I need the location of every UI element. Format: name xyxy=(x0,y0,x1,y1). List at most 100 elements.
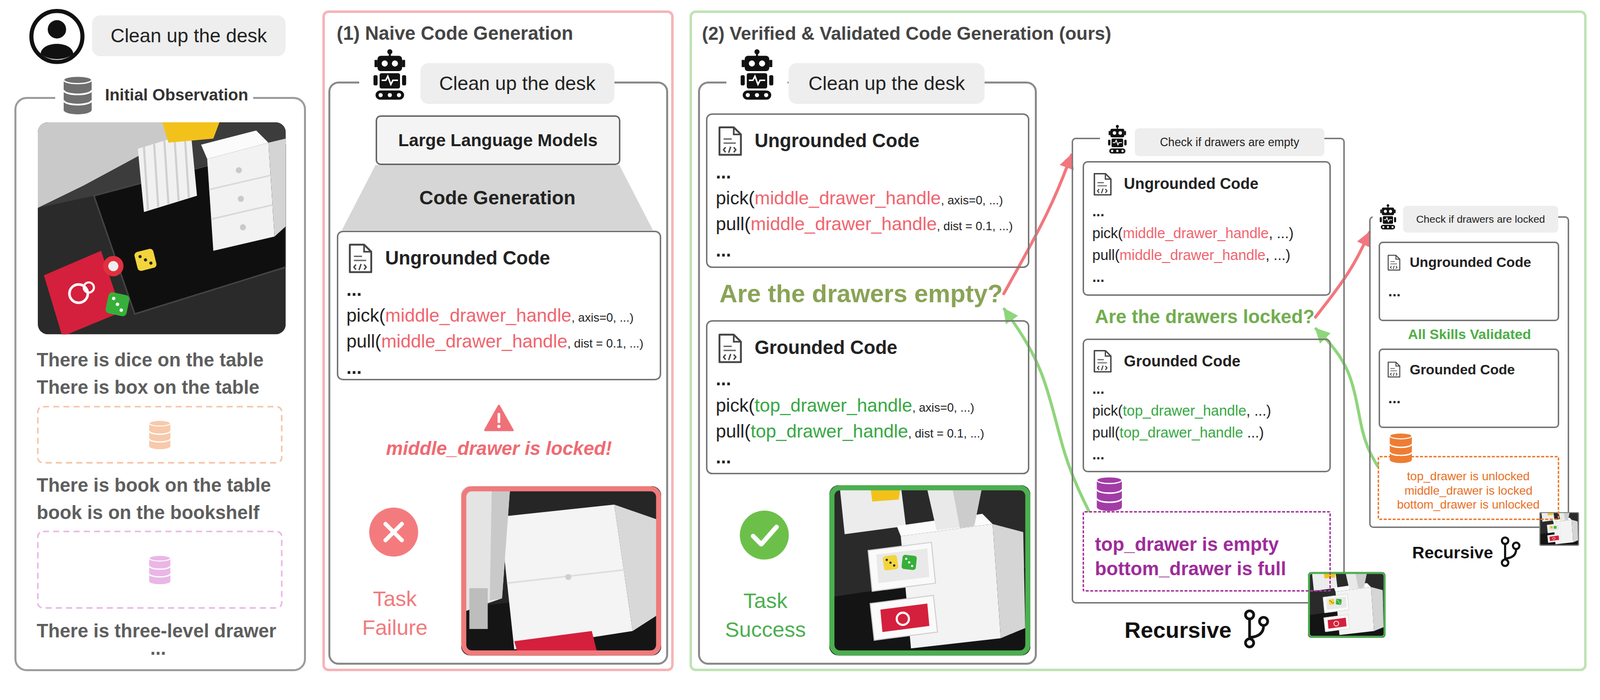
code-line: pick(top_drawer_handle, axis=0, ...) xyxy=(715,393,1029,419)
code-line: ... xyxy=(715,366,1029,393)
code-line: ... xyxy=(1388,385,1558,412)
document-icon-part xyxy=(1097,182,1107,186)
memory-placeholder-part xyxy=(149,555,171,585)
recursion-icon-part xyxy=(1245,611,1254,620)
ellipsis: ... xyxy=(715,240,732,261)
robot-icon-part xyxy=(1107,139,1111,146)
scene-photo-part xyxy=(1549,525,1553,529)
label: Check if drawers are locked xyxy=(1415,213,1545,226)
document-icon-part xyxy=(723,346,736,351)
argument: middle_drawer_handle xyxy=(750,213,937,235)
argument: top_drawer_handle xyxy=(754,395,913,416)
code-line: ... xyxy=(715,444,1029,471)
success-photo-part xyxy=(910,565,914,568)
ellipsis: ... xyxy=(715,369,732,390)
scene-photo-part xyxy=(43,251,122,335)
ellipsis: ... xyxy=(1092,381,1105,398)
label: Check if drawers are empty xyxy=(1159,135,1300,150)
scene-photo-part xyxy=(1332,602,1334,604)
scene-photo-part xyxy=(235,167,242,174)
feedback-arrow xyxy=(1004,309,1090,512)
robot-icon-part xyxy=(759,60,766,67)
observation-text: There is box on the table xyxy=(36,377,260,399)
code-line: ... xyxy=(715,159,1029,186)
success-photo-part xyxy=(832,488,1029,654)
robot-icon-part xyxy=(1116,149,1119,153)
document-icon-part xyxy=(1390,265,1398,270)
scene-photo-part xyxy=(1345,572,1368,590)
robot-icon-part xyxy=(373,75,378,87)
argument: middle_drawer_handle xyxy=(754,188,941,209)
scene-photo-part xyxy=(37,122,286,335)
scene-photo-part xyxy=(1571,519,1579,543)
function-name: pull( xyxy=(715,421,751,442)
failure-icon-part xyxy=(385,524,402,541)
robot-icon-part xyxy=(1383,217,1392,222)
ellipsis: ... xyxy=(1092,446,1105,463)
warning-icon xyxy=(483,403,515,433)
code-title: Ungrounded Code xyxy=(385,247,550,269)
ellipsis: ... xyxy=(150,638,167,660)
scene-photo-part xyxy=(1355,572,1368,589)
success-photo-part xyxy=(907,561,911,565)
code-title: Grounded Code xyxy=(1409,362,1515,378)
instruction-bubble: Clean up the desk xyxy=(420,63,615,104)
robot-icon-part xyxy=(742,91,772,100)
parameters: , dist = 0.1, ...) xyxy=(567,336,644,351)
parameters: , ...) xyxy=(1265,247,1291,264)
robot-icon-part xyxy=(379,73,400,90)
document-icon-part xyxy=(1390,372,1398,377)
code-title: Ungrounded Code xyxy=(1409,254,1531,271)
robot-icon-part xyxy=(387,49,393,55)
document-icon xyxy=(346,243,374,275)
memory-placeholder-part xyxy=(149,555,171,562)
recursion-icon-part xyxy=(1512,542,1520,550)
scene-photo-part xyxy=(1311,572,1338,592)
database-icon-part xyxy=(1096,480,1122,508)
scene-photo-part xyxy=(1335,599,1342,605)
database-icon-part xyxy=(63,100,92,105)
robot-icon-part xyxy=(1110,149,1114,153)
robot-icon-part xyxy=(769,75,774,87)
user-icon-part xyxy=(40,44,74,60)
success-photo-part xyxy=(885,559,889,562)
robot-icon-part xyxy=(392,60,399,67)
robot-icon-part xyxy=(746,73,768,90)
recursive-panel: All Skills ValidatedRecursiveCheck if dr… xyxy=(1369,216,1570,529)
document-icon-part xyxy=(1388,255,1400,271)
user-icon xyxy=(28,7,86,66)
scene-photo-part xyxy=(1539,512,1579,546)
robot-icon-part xyxy=(377,56,402,72)
query-arrow xyxy=(1003,155,1072,295)
success-photo-part xyxy=(901,555,918,572)
code-box: Ungrounded Code...pick(middle_drawer_han… xyxy=(1082,161,1331,297)
recursion-label: Recursive xyxy=(1412,543,1494,563)
code-box: Grounded Code... xyxy=(1378,348,1560,429)
database-icon-part xyxy=(1096,489,1122,494)
memory-fact: top_drawer is empty xyxy=(1095,534,1280,556)
code-line: ... xyxy=(346,277,660,303)
robot-icon xyxy=(726,48,788,102)
ellipsis: ... xyxy=(1388,283,1401,300)
scene-photo-part xyxy=(133,248,158,272)
success-icon xyxy=(738,509,791,562)
code-line: ... xyxy=(1092,378,1330,400)
scene-photo-part xyxy=(1555,527,1557,529)
code-line: ... xyxy=(1092,200,1330,223)
argument: top_drawer_handle xyxy=(1122,402,1247,419)
robot-icon-part xyxy=(1110,128,1125,138)
failure-note: middle_drawer is locked! xyxy=(386,438,612,460)
robot-icon-part xyxy=(387,93,392,98)
success-icon-part xyxy=(753,527,777,545)
failure-photo-part xyxy=(500,504,633,650)
scene-photo-part xyxy=(1541,512,1555,522)
document-icon-part xyxy=(1094,173,1111,196)
parameters: , dist = 0.1, ...) xyxy=(936,219,1013,233)
user-icon-part xyxy=(31,11,84,63)
code-header: Grounded Code xyxy=(1092,345,1330,379)
success-photo-part xyxy=(952,485,984,529)
funnel-shape-part xyxy=(341,165,654,231)
document-icon-part xyxy=(1390,261,1398,264)
document-icon-part xyxy=(1396,255,1400,260)
document-icon-part xyxy=(733,127,741,135)
